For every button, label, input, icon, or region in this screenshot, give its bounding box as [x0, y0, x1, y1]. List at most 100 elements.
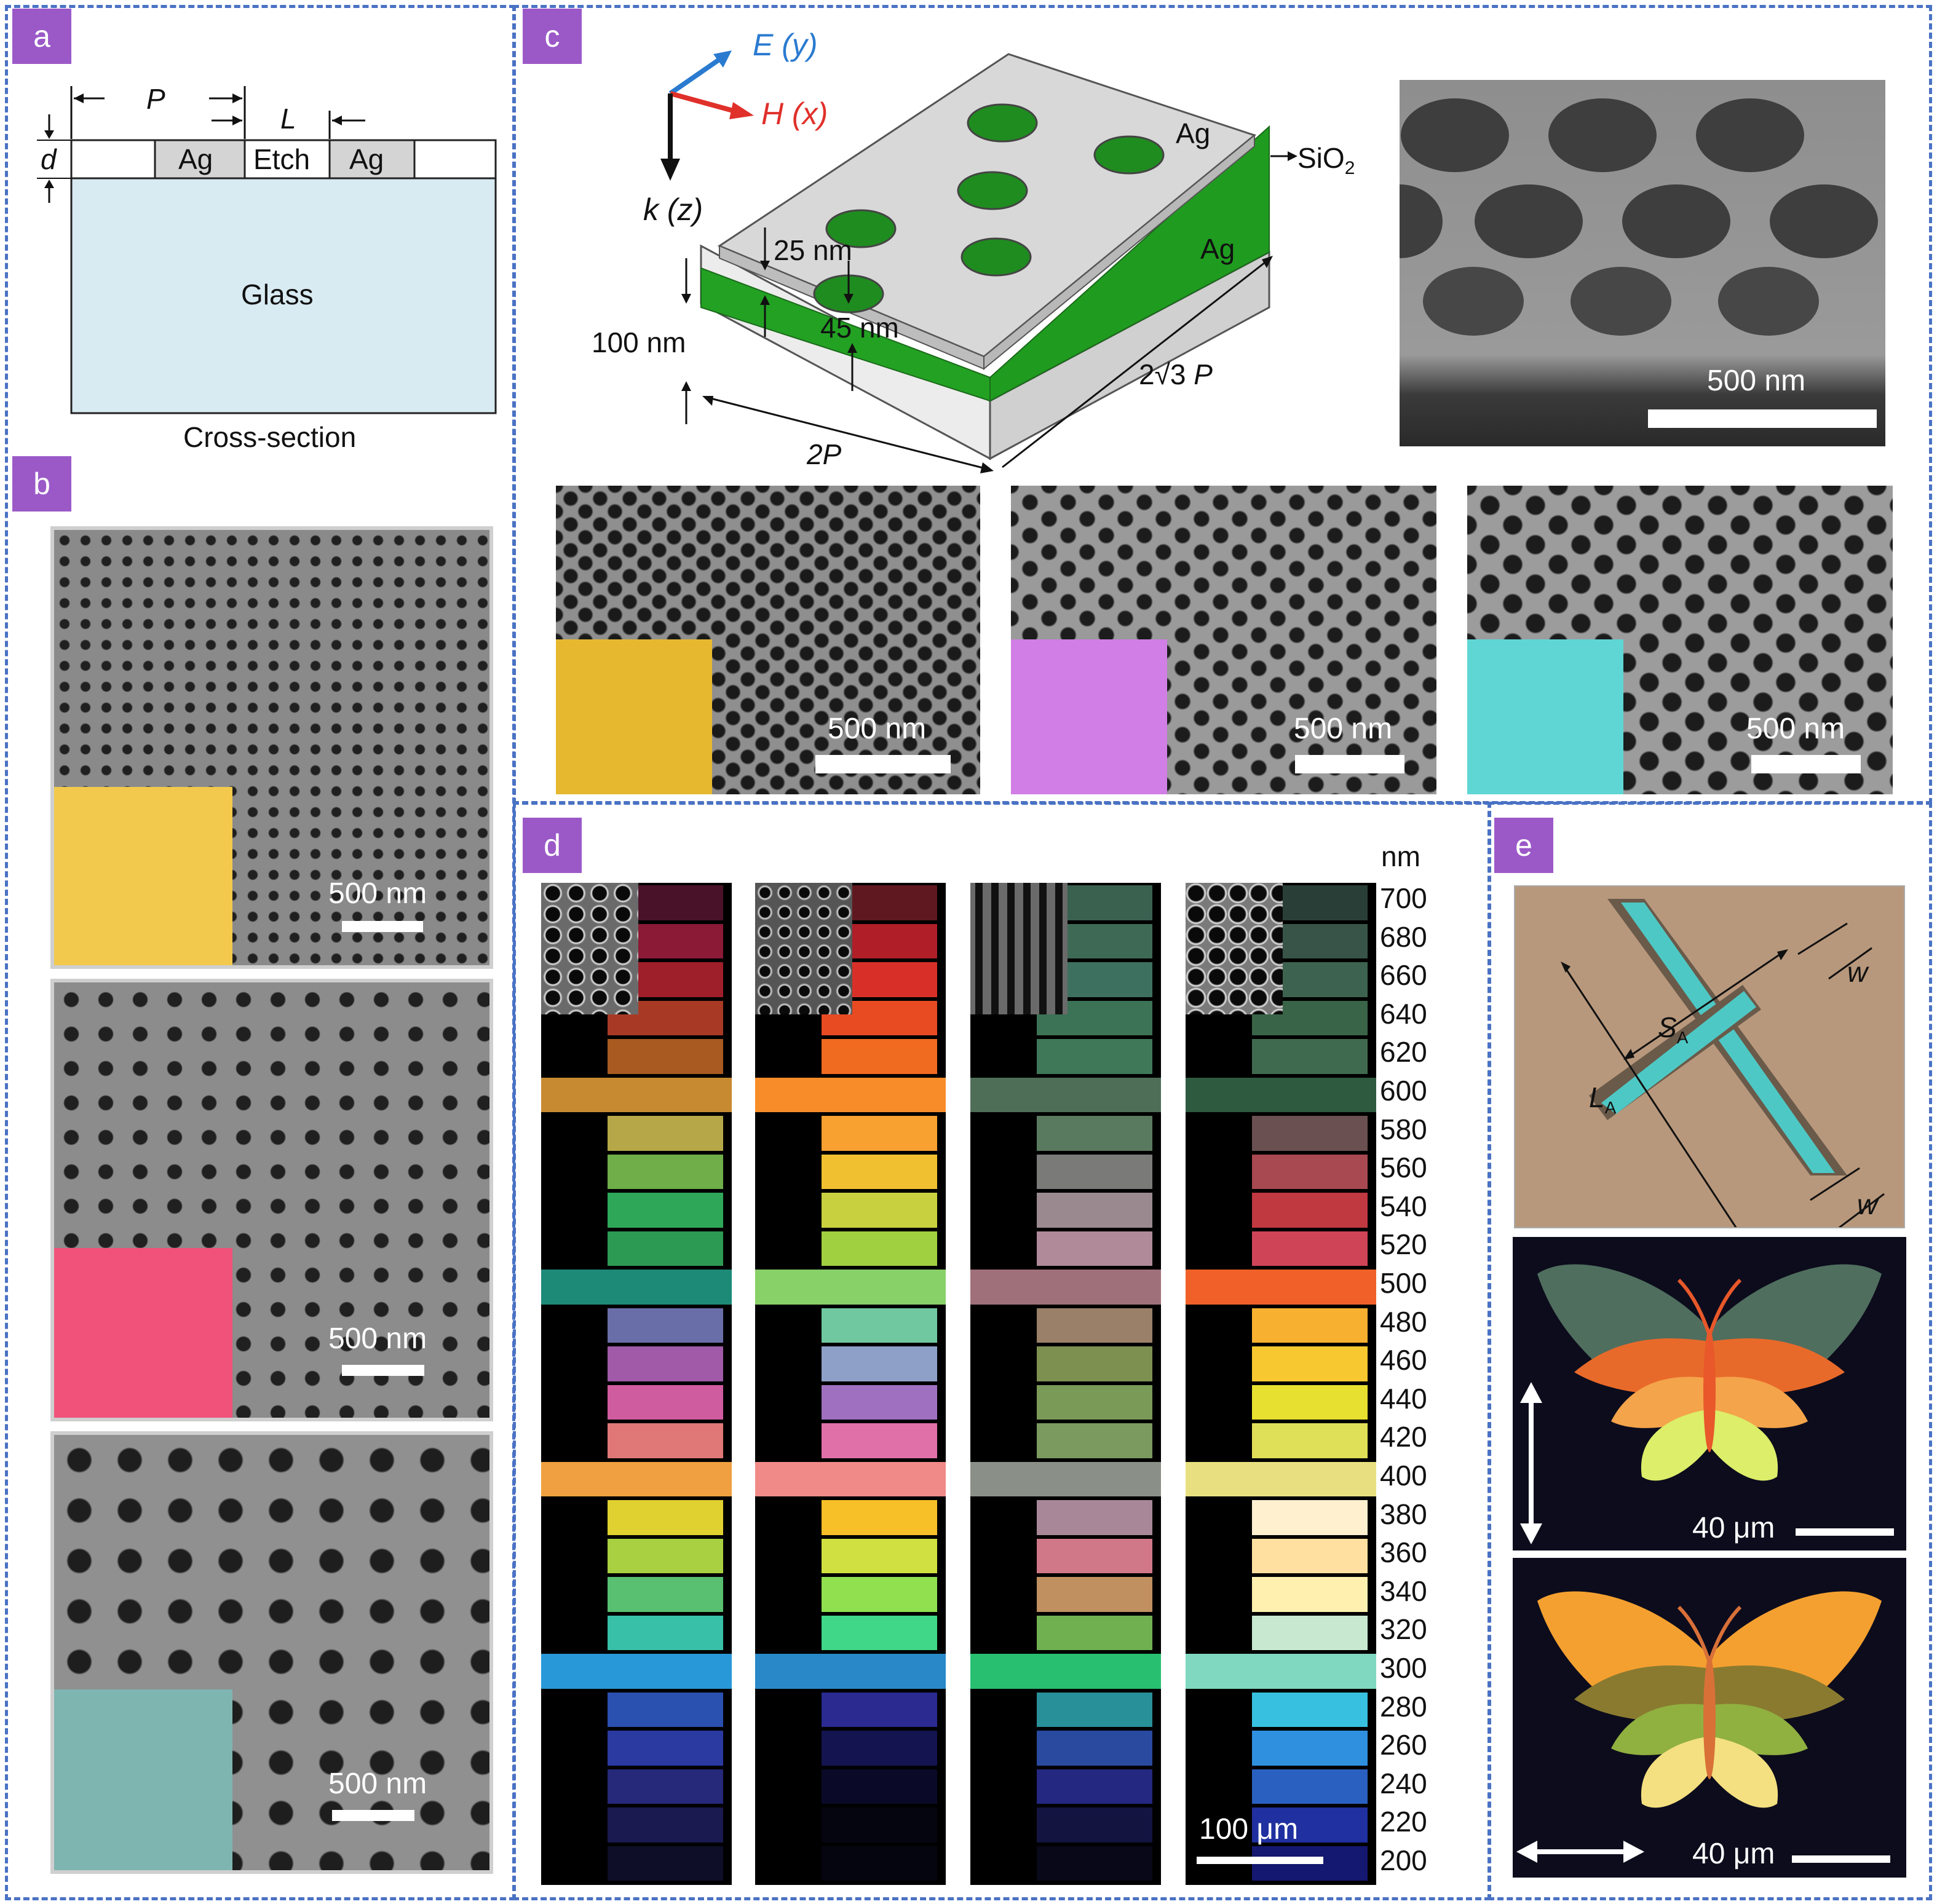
- color-band: [1037, 1615, 1152, 1650]
- color-band: [1252, 1538, 1368, 1573]
- wavelength-tick: 460: [1380, 1344, 1427, 1377]
- scale-label: 500 nm: [1294, 713, 1393, 745]
- color-band: [822, 1500, 937, 1535]
- butterfly-body: [1703, 1656, 1716, 1779]
- wavelength-tick: 280: [1380, 1690, 1427, 1723]
- color-band: [1252, 1308, 1368, 1343]
- color-band: [1037, 1346, 1152, 1381]
- color-band: [1252, 1807, 1368, 1843]
- axis-label-h: H (x): [761, 97, 828, 131]
- color-band: [1252, 1769, 1368, 1804]
- label-etch: Etch: [253, 143, 311, 175]
- butterfly-antenna-right: [1708, 1278, 1742, 1336]
- butterfly-antenna-left: [1677, 1605, 1711, 1663]
- color-band: [541, 1270, 732, 1305]
- butterfly-wing-right-lower: [1709, 1736, 1778, 1808]
- color-band: [970, 1270, 1161, 1305]
- butterfly-antenna-left: [1677, 1278, 1711, 1336]
- scale-bar: [332, 1810, 414, 1821]
- color-band: [1252, 1615, 1368, 1650]
- butterfly-wing-left-lower: [1641, 1736, 1709, 1808]
- axis-label-e: E (y): [753, 28, 818, 62]
- scale-bar: [1197, 1857, 1323, 1864]
- wavelength-tick: 300: [1380, 1652, 1427, 1684]
- color-band: [608, 1308, 723, 1343]
- label-p: P: [146, 83, 165, 115]
- color-band: [1037, 1500, 1152, 1535]
- color-band: [608, 1731, 723, 1766]
- wavelength-tick: 320: [1380, 1613, 1427, 1646]
- color-band: [1037, 1116, 1152, 1151]
- sem-inset-circle: [541, 883, 638, 1014]
- sem-image-b2: 500 nm: [50, 979, 493, 1421]
- wavelength-tick: 220: [1380, 1806, 1427, 1838]
- color-band: [822, 1769, 937, 1804]
- color-band: [608, 1231, 723, 1266]
- color-band: [1037, 1385, 1152, 1420]
- butterfly-wing-right-inner: [1709, 1377, 1808, 1428]
- color-band: [1186, 1461, 1376, 1496]
- color-band: [822, 1538, 937, 1573]
- palette-column-2: [755, 883, 946, 1885]
- color-band: [1252, 1385, 1368, 1420]
- butterfly-wing-right-lower: [1709, 1409, 1778, 1481]
- color-band: [1037, 1731, 1152, 1766]
- color-band: [1037, 1039, 1152, 1074]
- wavelength-tick: 620: [1380, 1036, 1427, 1069]
- butterfly-wing-left-inner: [1611, 1704, 1709, 1755]
- color-band: [608, 1385, 723, 1420]
- label-45nm: 45 nm: [820, 312, 899, 344]
- palette-column-1: [541, 883, 732, 1885]
- wavelength-tick: 580: [1380, 1113, 1427, 1145]
- butterfly-wing-right-inner: [1709, 1704, 1808, 1755]
- color-swatch-teal: [54, 1689, 232, 1870]
- color-band: [822, 1615, 937, 1650]
- scale-label: 500 nm: [328, 1768, 427, 1800]
- panel-d-tag: d: [523, 818, 582, 873]
- scale-bar: [1295, 755, 1404, 773]
- label-d: d: [41, 143, 57, 175]
- scale-label: 500 nm: [1707, 365, 1806, 397]
- label-ag-top: Ag: [1176, 117, 1211, 149]
- wavelength-tick: 440: [1380, 1382, 1427, 1415]
- color-swatch-pink: [54, 1248, 232, 1418]
- panel-a-tag: a: [12, 9, 71, 64]
- color-band: [608, 1538, 723, 1573]
- palette-column-3: [970, 883, 1161, 1885]
- color-band: [608, 1615, 723, 1650]
- color-band: [1252, 1346, 1368, 1381]
- color-band: [1252, 1577, 1368, 1612]
- color-swatch-violet: [1011, 639, 1167, 794]
- color-band: [608, 1692, 723, 1727]
- color-band: [1037, 1154, 1152, 1189]
- color-swatch-yellow: [54, 787, 232, 965]
- color-band: [1037, 1807, 1152, 1843]
- color-band: [1252, 1731, 1368, 1766]
- color-band: [822, 1731, 937, 1766]
- scale-label: 500 nm: [328, 1322, 427, 1355]
- butterfly-body: [1703, 1329, 1716, 1452]
- color-band: [822, 1116, 937, 1151]
- color-band: [1252, 1423, 1368, 1458]
- color-band: [1186, 1077, 1376, 1112]
- color-band: [1252, 1231, 1368, 1266]
- wavelength-tick: 420: [1380, 1421, 1427, 1453]
- sem-image-c2: 500 nm: [1011, 486, 1436, 794]
- color-band: [822, 1346, 937, 1381]
- color-band: [1186, 1654, 1376, 1689]
- label-100nm: 100 nm: [592, 326, 686, 358]
- wavelength-tick: 680: [1380, 920, 1427, 953]
- color-band: [822, 1308, 937, 1343]
- wavelength-tick: 340: [1380, 1574, 1427, 1607]
- sem-inset-square-large: [1186, 883, 1283, 1014]
- scale-bar: [1792, 1855, 1890, 1863]
- label-sa: SA: [1658, 1011, 1689, 1048]
- scale-bar: [342, 1365, 424, 1376]
- wavelength-tick: 380: [1380, 1498, 1427, 1530]
- label-w-bottom: w: [1857, 1188, 1878, 1220]
- sem-inset-square-small: [970, 883, 1068, 1014]
- color-band: [822, 1807, 937, 1843]
- color-band: [541, 1077, 732, 1112]
- sem-image-b1: 500 nm: [50, 526, 493, 969]
- color-band: [1252, 1154, 1368, 1189]
